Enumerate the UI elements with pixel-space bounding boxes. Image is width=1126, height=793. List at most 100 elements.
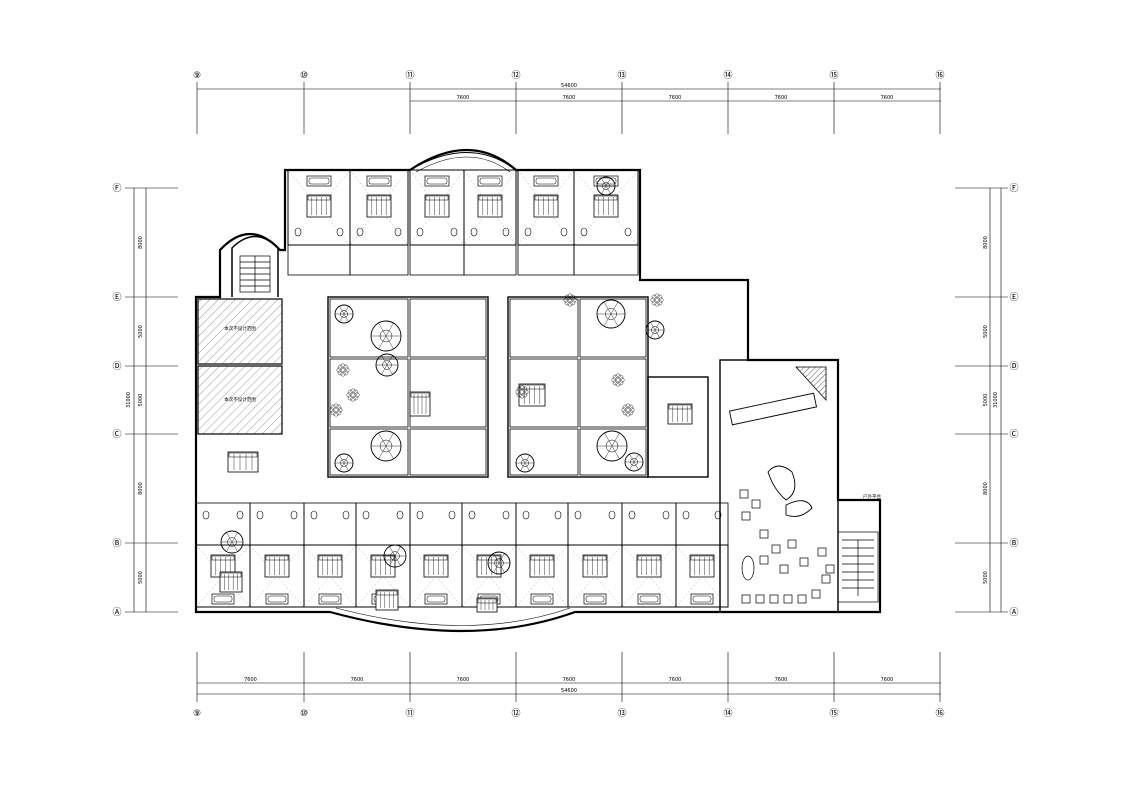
row-axis-right: Ⓒ [1009,429,1018,440]
plant [571,297,577,303]
plant [611,377,617,383]
plant [628,404,634,410]
table-spoke [498,562,505,573]
plant [657,294,663,300]
right-stairs [837,531,879,603]
table-spoke [343,306,349,315]
left-span-dim: 5000 [138,325,144,338]
plant [570,300,576,306]
bathtub-inner [213,595,233,603]
pillow [424,555,448,561]
room-diagonal [409,169,465,246]
bay-arc-inner [415,156,511,173]
table-spoke [610,313,619,327]
plant [336,367,342,373]
toilet [336,227,344,237]
suite [579,358,647,428]
plant [622,410,628,416]
bathtub-inner [639,595,659,603]
table-spoke [611,445,620,460]
chair [779,564,789,574]
bathtub [306,175,332,187]
bathtub-inner [532,595,552,603]
chair [771,544,781,554]
bathtub [424,175,450,187]
chair [783,594,793,604]
dimension-system [133,88,1002,695]
bottom-span-dim: 7600 [881,677,894,683]
column-axis-bottom: ⑬ [617,708,626,719]
bathroom [355,502,411,546]
chair [797,594,807,604]
bed [636,554,662,578]
toilet [608,510,616,520]
entrance-label: 户外平台 [863,493,881,500]
toilet [236,510,244,520]
plant [340,363,346,369]
bed [476,597,498,613]
right-span-dim: 5000 [983,571,989,584]
pillow [318,555,342,561]
table-spoke [629,461,635,470]
plant [612,374,618,380]
bathtub-inner [308,177,330,185]
bathtub-inner [368,177,390,185]
chair [817,547,827,557]
plant [654,293,660,299]
left-span-dim: 8000 [138,236,144,249]
pillow [534,195,558,201]
table-spoke [650,322,656,331]
plant [347,389,353,395]
plant [522,386,528,392]
bed [533,194,559,218]
plant [330,410,336,416]
table-spoke [386,355,393,366]
bathtub [211,593,235,605]
toilet [470,227,478,237]
toilet [310,510,318,520]
bed [476,554,502,578]
row-axis-right: Ⓔ [1009,292,1018,303]
toilet [356,227,364,237]
suite [409,428,487,476]
toilet [662,510,670,520]
column-axis-top: ⑬ [617,70,626,81]
plant [344,367,350,373]
bathroom [303,502,357,546]
row-axis-right: Ⓑ [1009,538,1018,549]
pillow [594,195,618,201]
table-spoke [339,462,345,471]
plant [612,380,618,386]
table-spoke [633,461,639,470]
bed [423,554,449,578]
bathroom [409,502,463,546]
plant [343,370,349,376]
bathtub-inner [585,595,605,603]
plant [353,389,359,395]
plant [621,407,627,413]
column-axis-top: ⑩ [300,71,308,81]
bottom-span-dim: 7600 [669,677,682,683]
bathtub-inner [426,177,448,185]
row-axis-right: Ⓐ [1009,607,1018,618]
column-axis-top: ⑭ [723,70,732,81]
pillow [265,555,289,561]
toilet [448,510,456,520]
toilet [450,227,458,237]
table-spoke [524,455,530,464]
bathroom [249,502,305,546]
plant [516,386,522,392]
pillow [690,555,714,561]
axis-ticks [125,82,1008,702]
bed [529,554,555,578]
row-axis-left: Ⓑ [112,538,121,549]
toilet [560,227,568,237]
table-spoke [381,355,388,366]
bathtub [530,593,554,605]
bathtub [637,593,661,605]
lounge-sofa [767,465,796,501]
top-span-dim: 7600 [669,95,682,101]
table-spoke [654,322,660,331]
row-axis-left: Ⓒ [112,429,121,440]
bottom-span-dim: 7600 [457,677,470,683]
